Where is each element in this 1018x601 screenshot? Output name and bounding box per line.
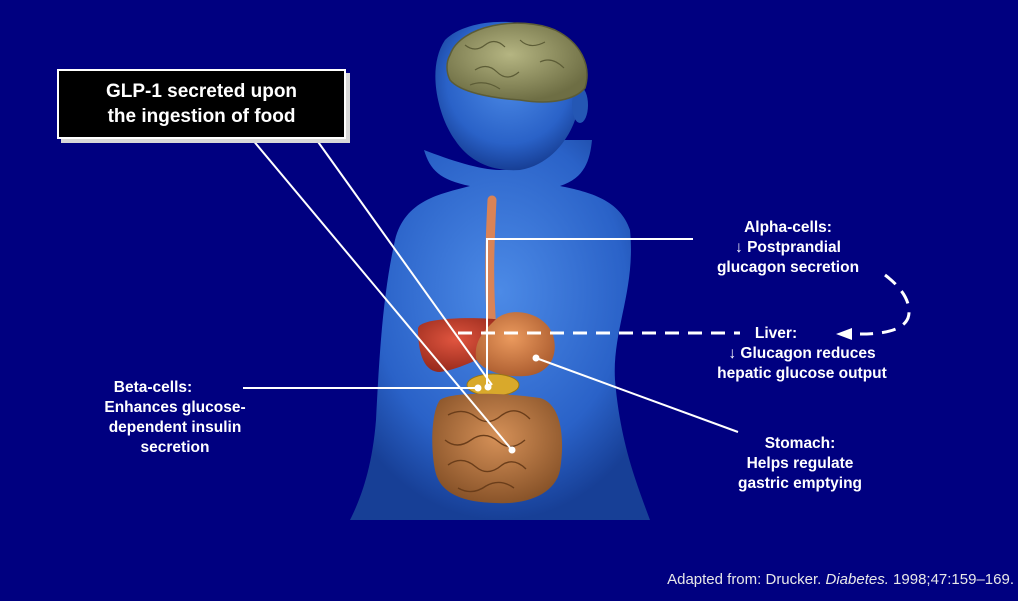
callout-line-1: GLP-1 secreted upon [59, 79, 344, 104]
beta-cells-line-2: dependent insulin [70, 418, 280, 438]
beta-cells-line-1: Enhances glucose- [70, 398, 280, 418]
beta-cells-label: Beta-cells: Enhances glucose- dependent … [70, 378, 280, 458]
citation-prefix: Adapted from: Drucker. [667, 571, 825, 588]
brain [447, 23, 587, 102]
alpha-dot [485, 384, 492, 391]
pancreas-organ [467, 374, 519, 396]
beta-cells-title: Beta-cells: [70, 378, 280, 398]
liver-line-2: hepatic glucose output [690, 364, 914, 384]
callout-line-2: the ingestion of food [59, 104, 344, 129]
citation-journal: Diabetes. [826, 571, 889, 588]
glp1-callout-box: GLP-1 secreted upon the ingestion of foo… [57, 69, 346, 139]
liver-line-1: ↓ Glucagon reduces [690, 344, 914, 364]
alpha-cells-label: Alpha-cells: ↓ Postprandial glucagon sec… [690, 218, 886, 278]
citation-suffix: 1998;47:159–169. [889, 571, 1014, 588]
liver-label: Liver: ↓ Glucagon reduces hepatic glucos… [690, 324, 914, 384]
stomach-label: Stomach: Helps regulate gastric emptying [710, 434, 890, 494]
intestine-dot [509, 447, 516, 454]
stomach-dot [533, 355, 540, 362]
liver-title: Liver: [690, 324, 914, 344]
stomach-line-2: gastric emptying [710, 474, 890, 494]
alpha-cells-line-1: ↓ Postprandial [690, 238, 886, 258]
citation: Adapted from: Drucker. Diabetes. 1998;47… [667, 571, 1014, 588]
beta-cells-line-3: secretion [70, 438, 280, 458]
alpha-cells-line-2: glucagon secretion [690, 258, 886, 278]
alpha-cells-title: Alpha-cells: [690, 218, 886, 238]
esophagus [490, 200, 492, 330]
stomach-title: Stomach: [710, 434, 890, 454]
intestine-organ [432, 394, 562, 504]
stomach-line-1: Helps regulate [710, 454, 890, 474]
pancreas-dot [475, 385, 482, 392]
